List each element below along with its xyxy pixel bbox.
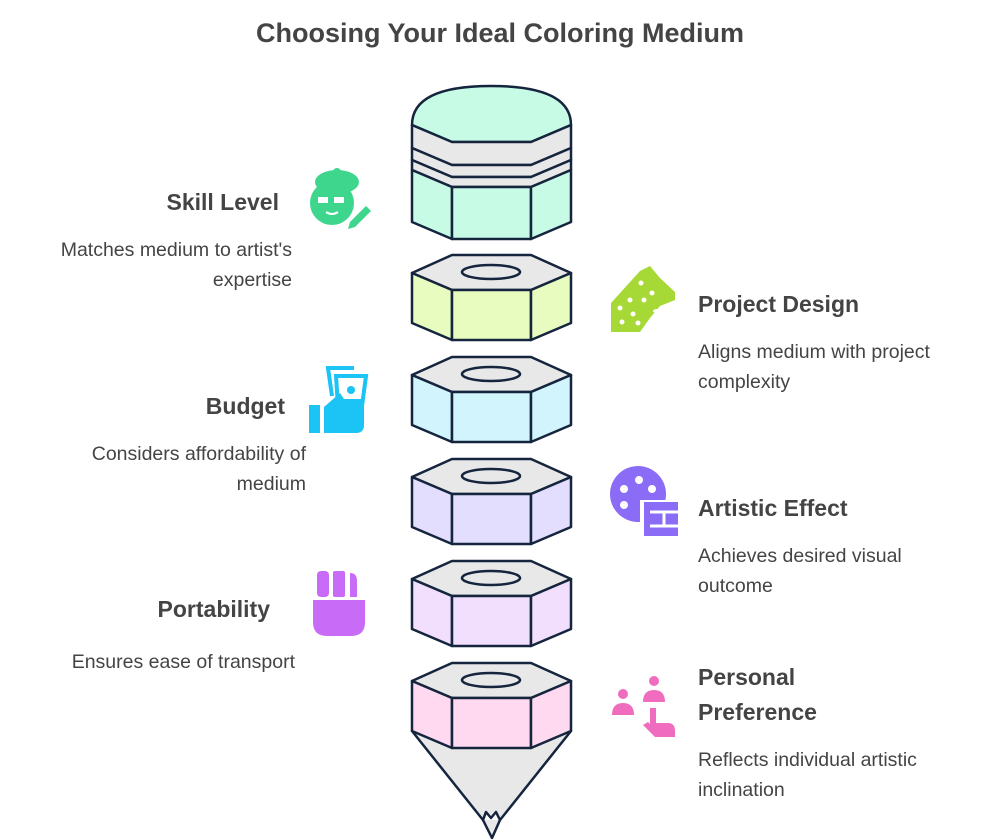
pencil-segment-hole-3	[460, 467, 522, 485]
pencil-segment-front-3	[450, 492, 533, 546]
pencil-cap-front	[450, 185, 533, 241]
pencil	[410, 84, 573, 840]
budget-title: Budget	[206, 393, 286, 419]
pencil-segment-hole-5	[460, 671, 522, 689]
skill-level-desc-2: expertise	[213, 269, 292, 291]
portability-title: Portability	[158, 596, 271, 622]
pencil-segment-right-5	[529, 679, 573, 750]
money-hand-icon	[309, 366, 369, 433]
skill-level-title: Skill Level	[166, 189, 279, 215]
personal-preference-title-1: Personal	[698, 664, 795, 690]
pencil-tip-cone	[410, 729, 573, 822]
leopard-icon	[611, 266, 675, 332]
project-design-desc-1: Aligns medium with project	[698, 341, 931, 363]
diagram-title: Choosing Your Ideal Coloring Medium	[256, 18, 744, 48]
pencil-segment-front-4	[450, 594, 533, 648]
pencil-segment-right-3	[529, 475, 573, 546]
budget-desc-2: medium	[237, 473, 306, 495]
pencil-segment-right-4	[529, 577, 573, 648]
pencil-segment-hole-1	[460, 263, 522, 281]
palette-brush-icon	[610, 466, 680, 538]
artistic-effect-title: Artistic Effect	[698, 495, 848, 521]
artist-icon	[310, 168, 371, 229]
pencil-lead-point	[481, 819, 502, 840]
pencil-segment-front-5	[450, 696, 533, 750]
project-design-desc-2: complexity	[698, 371, 790, 393]
pencil-cap-side	[529, 168, 573, 241]
portability-desc-1: Ensures ease of transport	[72, 651, 296, 673]
pencil-segment-hole-4	[460, 569, 522, 587]
budget-desc-1: Considers affordability of	[92, 443, 307, 465]
skill-level-desc-1: Matches medium to artist's	[61, 239, 293, 261]
pencil-segment-right-2	[529, 373, 573, 444]
personal-preference-desc-2: inclination	[698, 779, 785, 801]
artistic-effect-desc-1: Achieves desired visual	[698, 545, 902, 567]
pencil-segment-front-1	[450, 288, 533, 342]
personal-preference-desc-1: Reflects individual artistic	[698, 749, 917, 771]
pencil-segment-front-2	[450, 390, 533, 444]
project-design-title: Project Design	[698, 291, 859, 317]
pencil-segment-right-1	[529, 271, 573, 342]
pocket-pens-icon	[313, 571, 365, 636]
pencil-segment-hole-2	[460, 365, 522, 383]
people-touch-icon	[612, 676, 675, 737]
pencil-eraser-top	[410, 84, 573, 144]
artistic-effect-desc-2: outcome	[698, 575, 773, 597]
personal-preference-title-2: Preference	[698, 699, 817, 725]
